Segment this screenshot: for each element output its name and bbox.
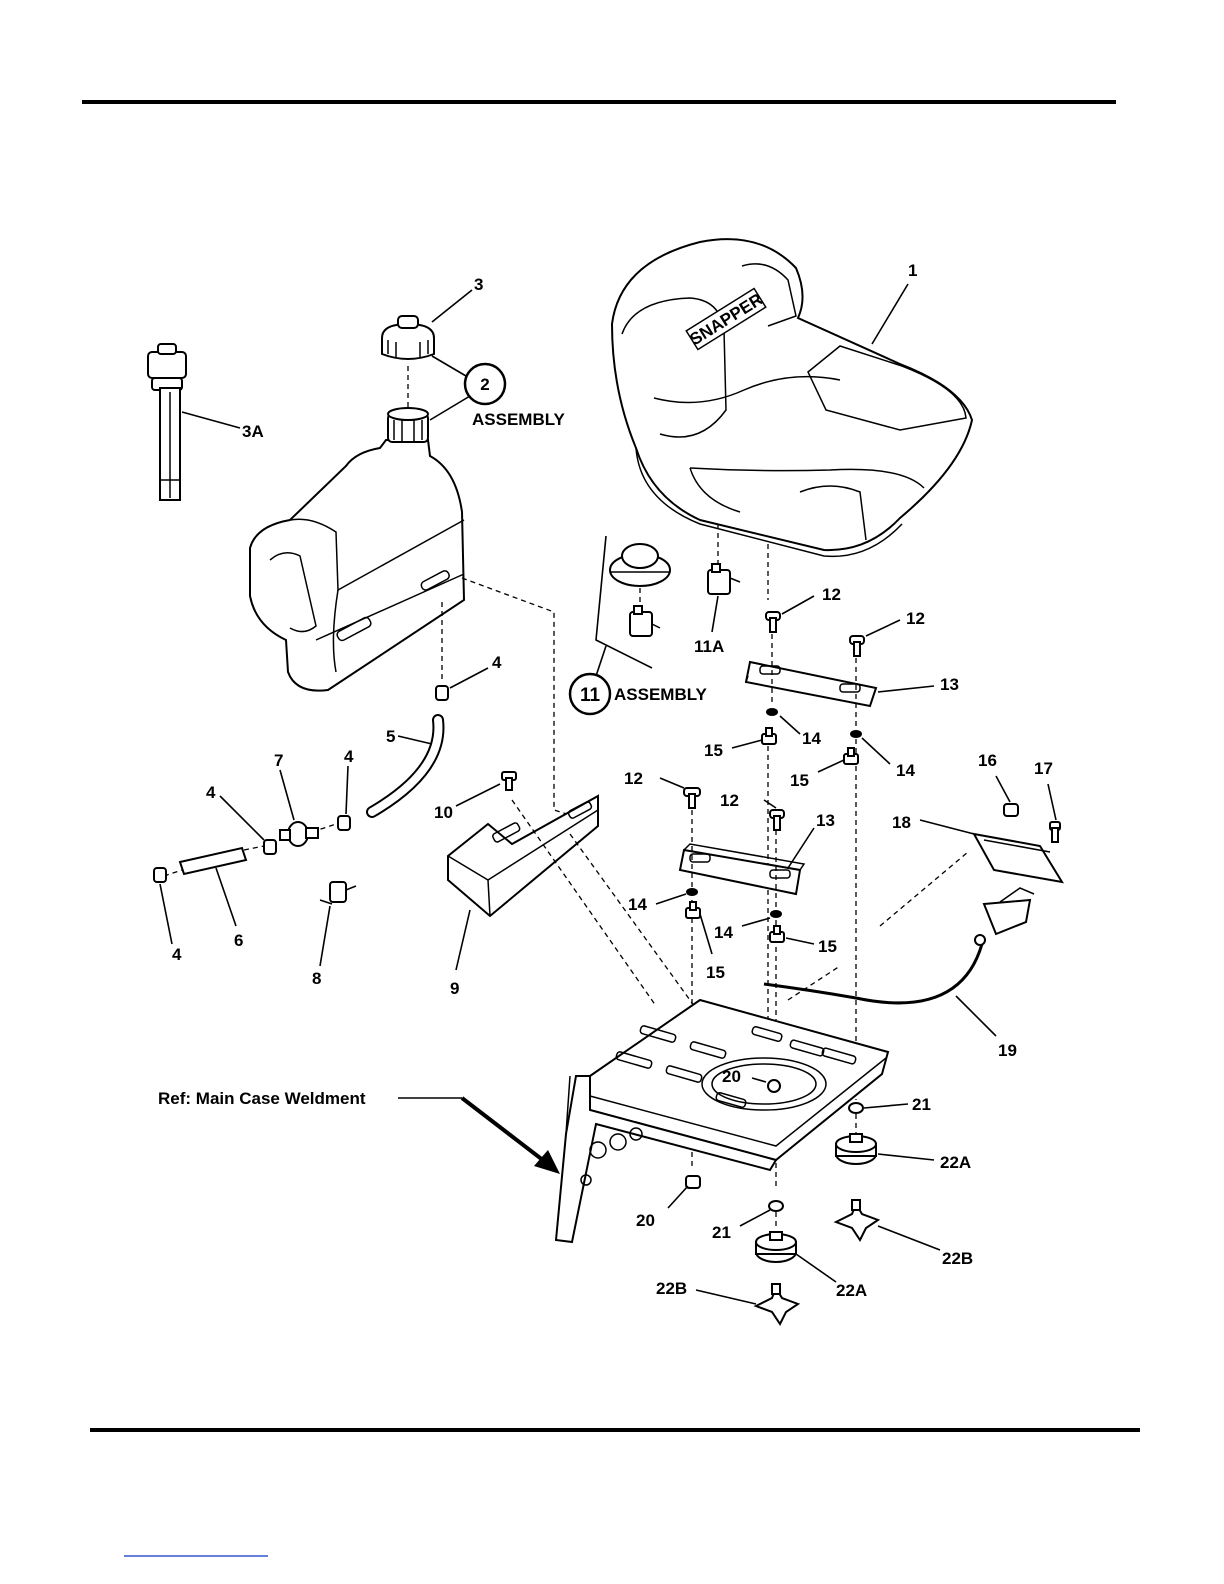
callout-11: 11 xyxy=(580,685,601,706)
fuel-line-clamp-4-left xyxy=(264,840,276,854)
callout-11a: 11A xyxy=(694,637,724,656)
callout-14-c: 14 xyxy=(628,895,647,914)
knob-22a-right xyxy=(836,1134,876,1164)
fuel-tank xyxy=(250,408,464,691)
callout-19: 19 xyxy=(998,1041,1017,1060)
callout-13-lower: 13 xyxy=(816,811,835,830)
washer-14-b xyxy=(850,730,862,738)
assembly-label-2: ASSEMBLY xyxy=(472,410,566,429)
fuel-line-clamp-4-mid xyxy=(338,816,350,830)
callout-3a: 3A xyxy=(242,422,264,441)
callout-15-d: 15 xyxy=(818,937,837,956)
callout-22a-left: 22A xyxy=(836,1281,867,1300)
callout-4-end: 4 xyxy=(172,945,182,964)
callout-12-d: 12 xyxy=(720,791,739,810)
callout-9: 9 xyxy=(450,979,459,998)
callout-14-d: 14 xyxy=(714,923,733,942)
callout-13-upper: 13 xyxy=(940,675,959,694)
callout-10: 10 xyxy=(434,803,453,822)
assembly-label-11: ASSEMBLY xyxy=(614,685,708,704)
reference-label: Ref: Main Case Weldment xyxy=(158,1089,366,1108)
callout-21-right: 21 xyxy=(912,1095,931,1114)
tank-bracket-9 xyxy=(448,796,598,916)
seat-1: SNAPPER xyxy=(612,239,972,556)
nut-15-a xyxy=(762,728,776,744)
bolt-12-b xyxy=(850,636,864,656)
throttle-cable-19 xyxy=(764,888,1034,1003)
washer-14-d xyxy=(770,910,782,918)
callout-12-b: 12 xyxy=(906,609,925,628)
callout-1: 1 xyxy=(908,261,917,280)
callout-3: 3 xyxy=(474,275,483,294)
knob-22b-left xyxy=(756,1284,798,1324)
washer-14-a xyxy=(766,708,778,716)
callout-15-a: 15 xyxy=(704,741,723,760)
bracket-18 xyxy=(974,834,1062,882)
shutoff-valve-8 xyxy=(320,882,356,904)
fuel-hose-5 xyxy=(372,720,438,812)
main-case-plate xyxy=(556,1000,888,1242)
callout-22b-right: 22B xyxy=(942,1249,973,1268)
nut-15-d xyxy=(770,926,784,942)
callout-22b-left: 22B xyxy=(656,1279,687,1298)
fuel-line-clamp-4-top xyxy=(436,686,448,700)
bolt-12-c xyxy=(684,788,700,808)
part-3-fuel-cap xyxy=(382,316,434,359)
callout-4-top: 4 xyxy=(492,653,502,672)
callout-2: 2 xyxy=(480,375,489,394)
callout-6: 6 xyxy=(234,931,243,950)
callout-18: 18 xyxy=(892,813,911,832)
bracket-13-lower xyxy=(680,844,804,894)
part-3a-gauge-cap xyxy=(148,344,186,500)
fuel-line-clamp-4-end xyxy=(154,868,166,882)
callout-4-left: 4 xyxy=(206,783,216,802)
knob-22a-left xyxy=(756,1232,796,1262)
callout-22a-right: 22A xyxy=(940,1153,971,1172)
seat-switch-11 xyxy=(630,606,660,636)
bolt-12-a xyxy=(766,612,780,632)
callout-7: 7 xyxy=(274,751,283,770)
callout-15-c: 15 xyxy=(706,963,725,982)
bolt-12-d xyxy=(770,810,784,830)
fuel-hose-6 xyxy=(180,848,246,874)
knob-22b-right xyxy=(836,1200,878,1240)
callout-12-c: 12 xyxy=(624,769,643,788)
fuel-filter-7 xyxy=(280,822,318,846)
callout-15-b: 15 xyxy=(790,771,809,790)
nut-15-c xyxy=(686,902,700,918)
callout-4-mid: 4 xyxy=(344,747,354,766)
callout-5: 5 xyxy=(386,727,395,746)
nut-20-upper xyxy=(768,1080,780,1092)
callout-21-left: 21 xyxy=(712,1223,731,1242)
bolt-10 xyxy=(502,772,516,790)
seat-switch-11a xyxy=(708,564,740,594)
nut-16 xyxy=(1004,804,1018,816)
callout-20-lower: 20 xyxy=(636,1211,655,1230)
callout-16: 16 xyxy=(978,751,997,770)
washer-14-c xyxy=(686,888,698,896)
callout-14-a: 14 xyxy=(802,729,821,748)
callout-14-b: 14 xyxy=(896,761,915,780)
washer-21-right xyxy=(849,1103,863,1113)
callout-8: 8 xyxy=(312,969,321,988)
callout-12-a: 12 xyxy=(822,585,841,604)
callout-20-upper: 20 xyxy=(722,1067,741,1086)
washer-21-left xyxy=(769,1201,783,1211)
screw-17 xyxy=(1050,822,1060,842)
reference-arrowhead xyxy=(534,1150,560,1174)
seat-switch-cover xyxy=(610,544,670,586)
callout-17: 17 xyxy=(1034,759,1053,778)
